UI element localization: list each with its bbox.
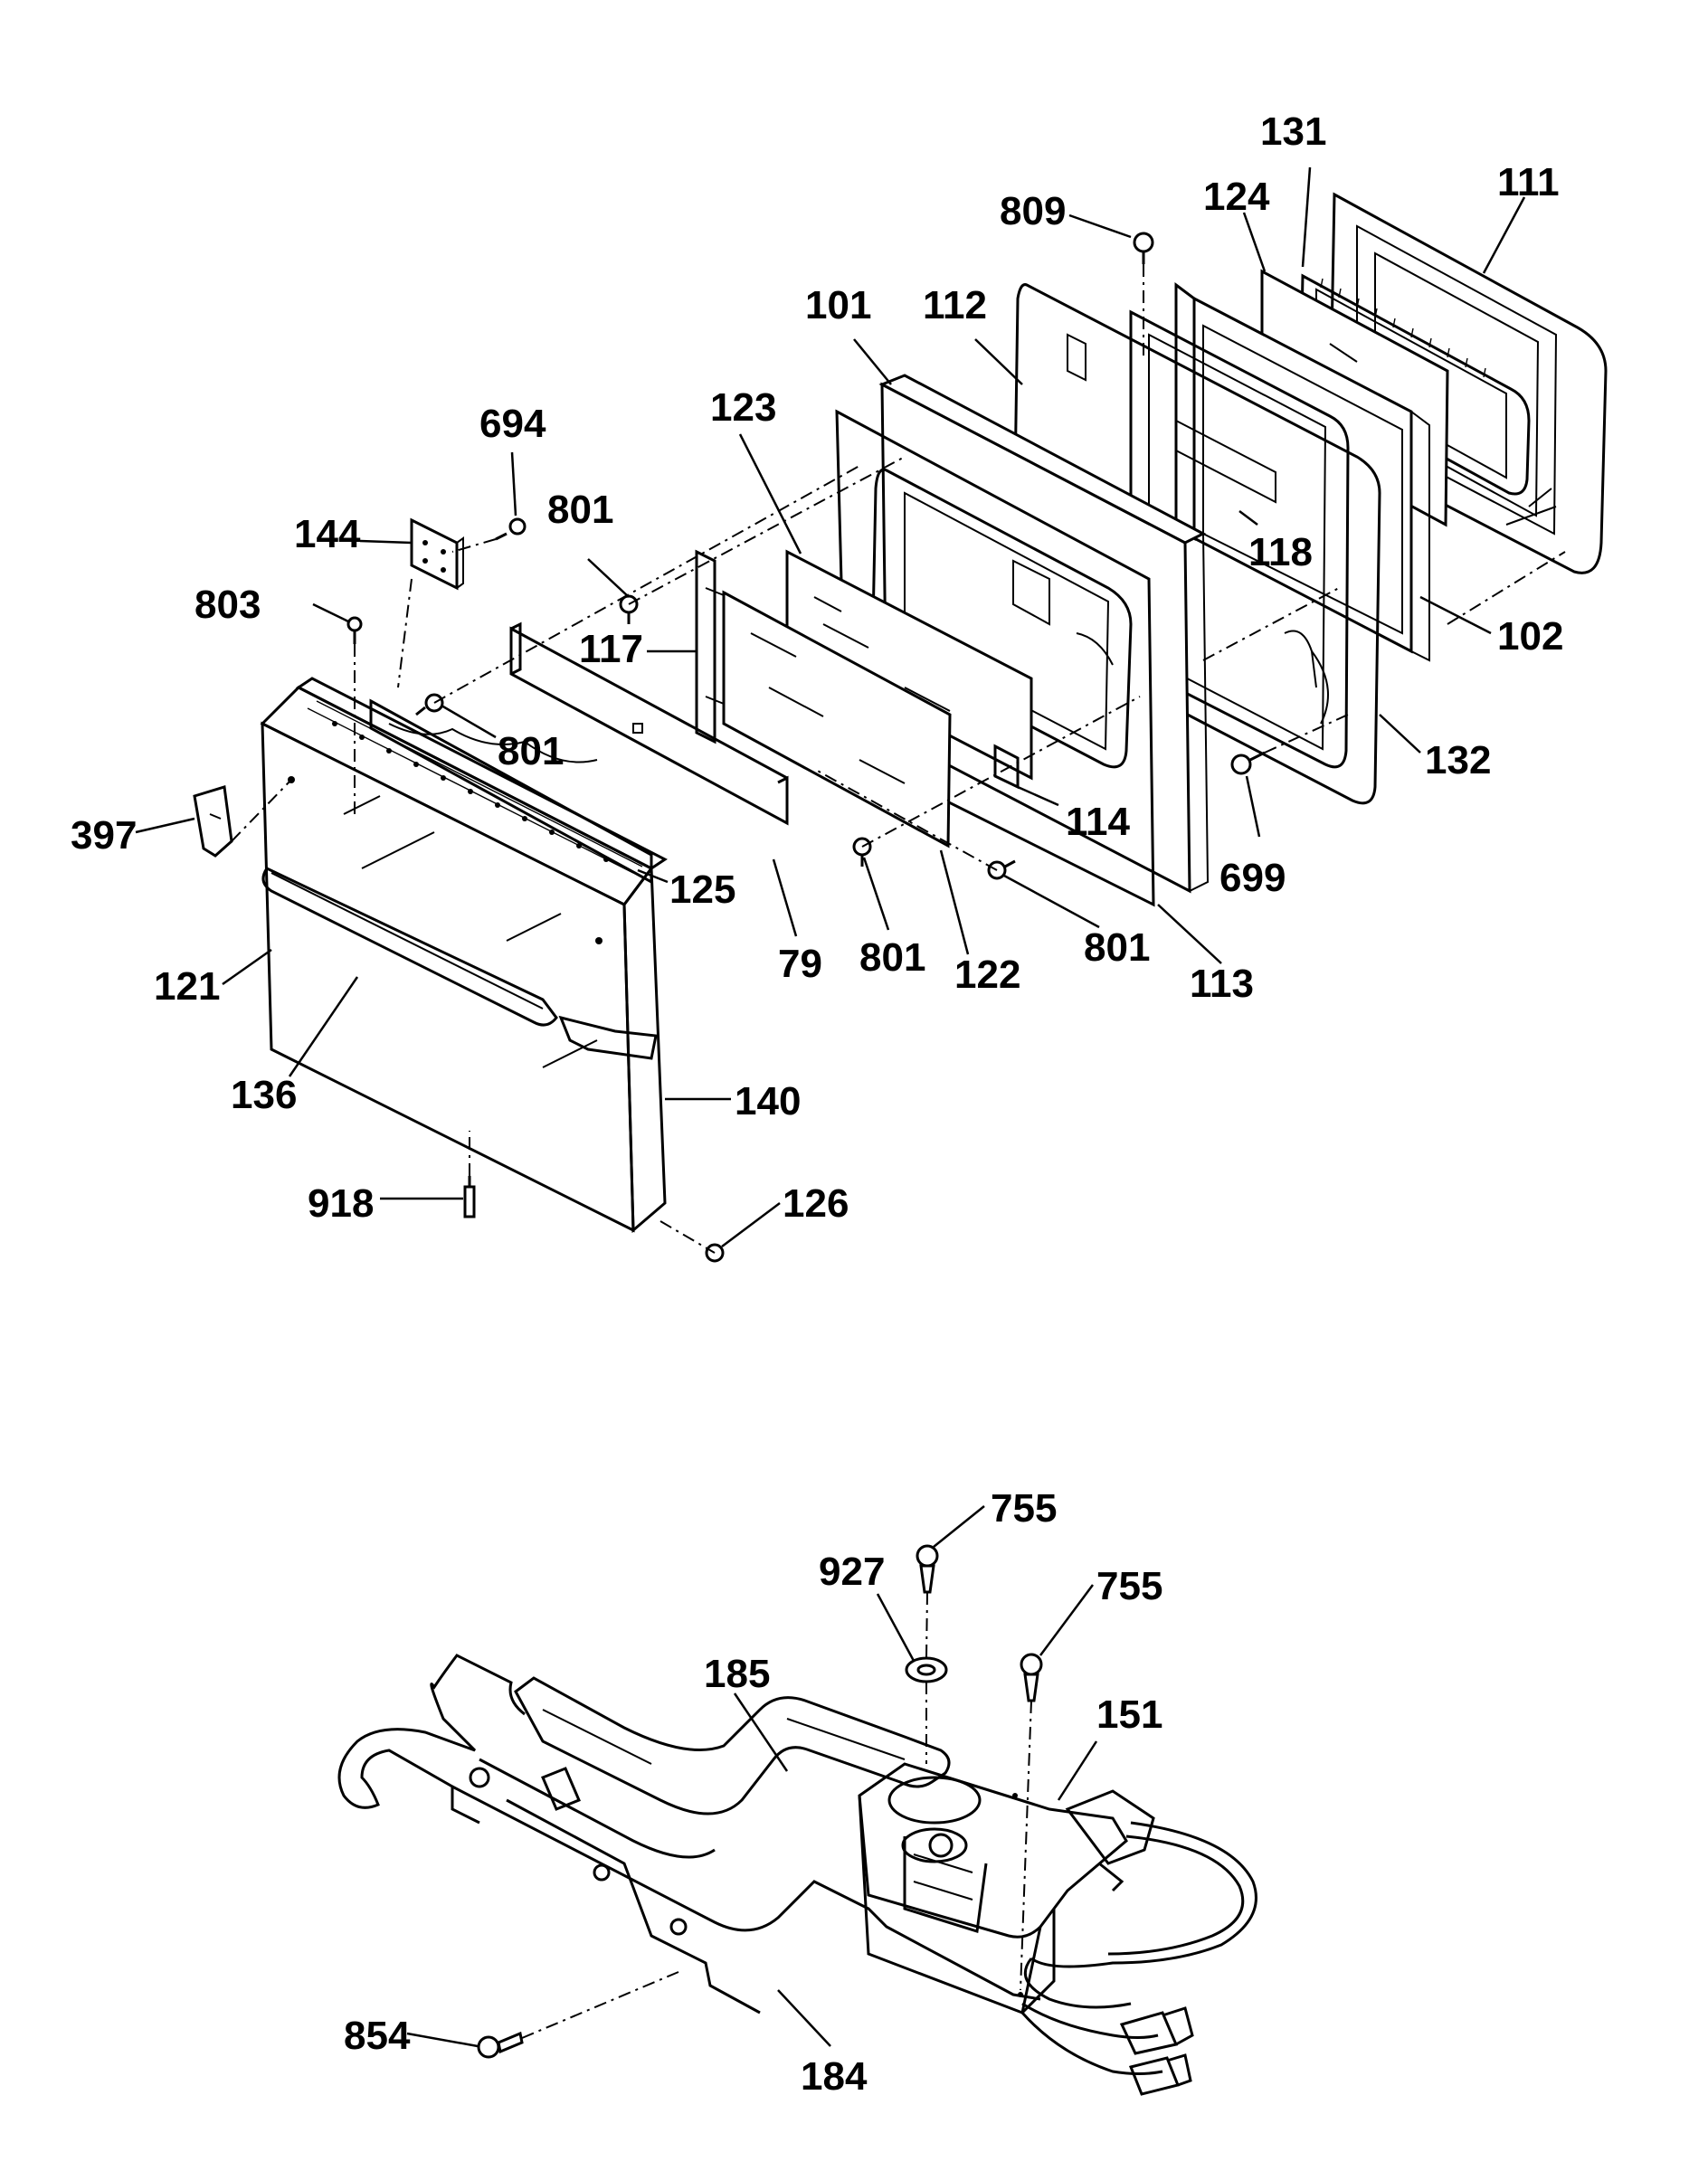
label-118: 118 [1248, 530, 1313, 574]
label-755-top: 755 [991, 1486, 1057, 1531]
part-397-handle-end-cap [193, 785, 233, 858]
part-801-screw-d [987, 859, 1016, 880]
part-151-wire-harness [1020, 1821, 1257, 2096]
label-151: 151 [1096, 1692, 1162, 1737]
assembly-center-lines [231, 264, 1566, 1254]
label-694: 694 [479, 402, 546, 446]
label-140: 140 [735, 1079, 801, 1123]
label-113: 113 [1190, 962, 1254, 1006]
part-126-bumper [705, 1243, 725, 1263]
label-801-top: 801 [547, 488, 613, 532]
label-854: 854 [344, 2014, 411, 2058]
label-101: 101 [805, 283, 871, 327]
part-801-screw-b [415, 693, 444, 716]
label-131: 131 [1260, 109, 1326, 154]
part-755-screw-a [916, 1544, 939, 1594]
part-809-screw [1133, 232, 1154, 264]
label-699: 699 [1219, 856, 1286, 900]
label-927: 927 [819, 1550, 885, 1594]
leader-lines [135, 166, 1526, 2048]
part-801-screw-c [852, 837, 872, 867]
label-801-bottom-a: 801 [859, 935, 925, 980]
part-labels: 111 131 124 809 101 112 123 694 144 801 … [71, 109, 1563, 2099]
label-121: 121 [154, 964, 220, 1009]
label-117: 117 [579, 627, 643, 671]
label-112: 112 [923, 283, 987, 327]
label-185: 185 [704, 1652, 770, 1696]
part-803-screw [346, 616, 363, 644]
part-699-screw [1230, 751, 1266, 775]
label-125: 125 [669, 867, 735, 912]
label-801-bottom-b: 801 [1084, 925, 1150, 970]
part-184-latch-base [337, 1654, 1041, 2015]
label-184: 184 [801, 2054, 868, 2099]
label-144: 144 [294, 512, 361, 556]
label-809: 809 [1000, 189, 1066, 233]
label-397: 397 [71, 813, 137, 858]
label-123: 123 [710, 385, 776, 430]
part-136-door-handle [261, 867, 658, 1060]
part-121-outer-door-panel [260, 677, 668, 1234]
label-132: 132 [1425, 738, 1491, 782]
label-124: 124 [1203, 175, 1270, 219]
label-126: 126 [783, 1181, 849, 1226]
label-803: 803 [195, 583, 261, 627]
part-185-latch-link [514, 1676, 951, 1815]
label-111: 111 [1497, 160, 1560, 204]
part-755-screw-b [1020, 1653, 1043, 1702]
part-123-door-glass [785, 549, 1033, 781]
part-151-latch-motor [858, 1762, 1155, 2015]
label-755-right: 755 [1096, 1564, 1162, 1608]
part-854-screw [477, 2031, 524, 2059]
part-117-glass-bracket [695, 549, 725, 744]
latch-assembly-center-lines [521, 1591, 1032, 2039]
label-801-left: 801 [498, 729, 564, 773]
part-144-hinge-plate [410, 517, 464, 591]
part-927-washer [905, 1656, 948, 1683]
label-122: 122 [954, 953, 1020, 997]
label-136: 136 [231, 1073, 297, 1117]
part-694-screw [495, 517, 527, 541]
part-79-heat-shield [509, 621, 789, 826]
label-918: 918 [308, 1181, 374, 1226]
label-79: 79 [778, 942, 822, 986]
label-114: 114 [1066, 800, 1131, 844]
part-918-screw [463, 1176, 476, 1218]
label-102: 102 [1497, 614, 1563, 659]
